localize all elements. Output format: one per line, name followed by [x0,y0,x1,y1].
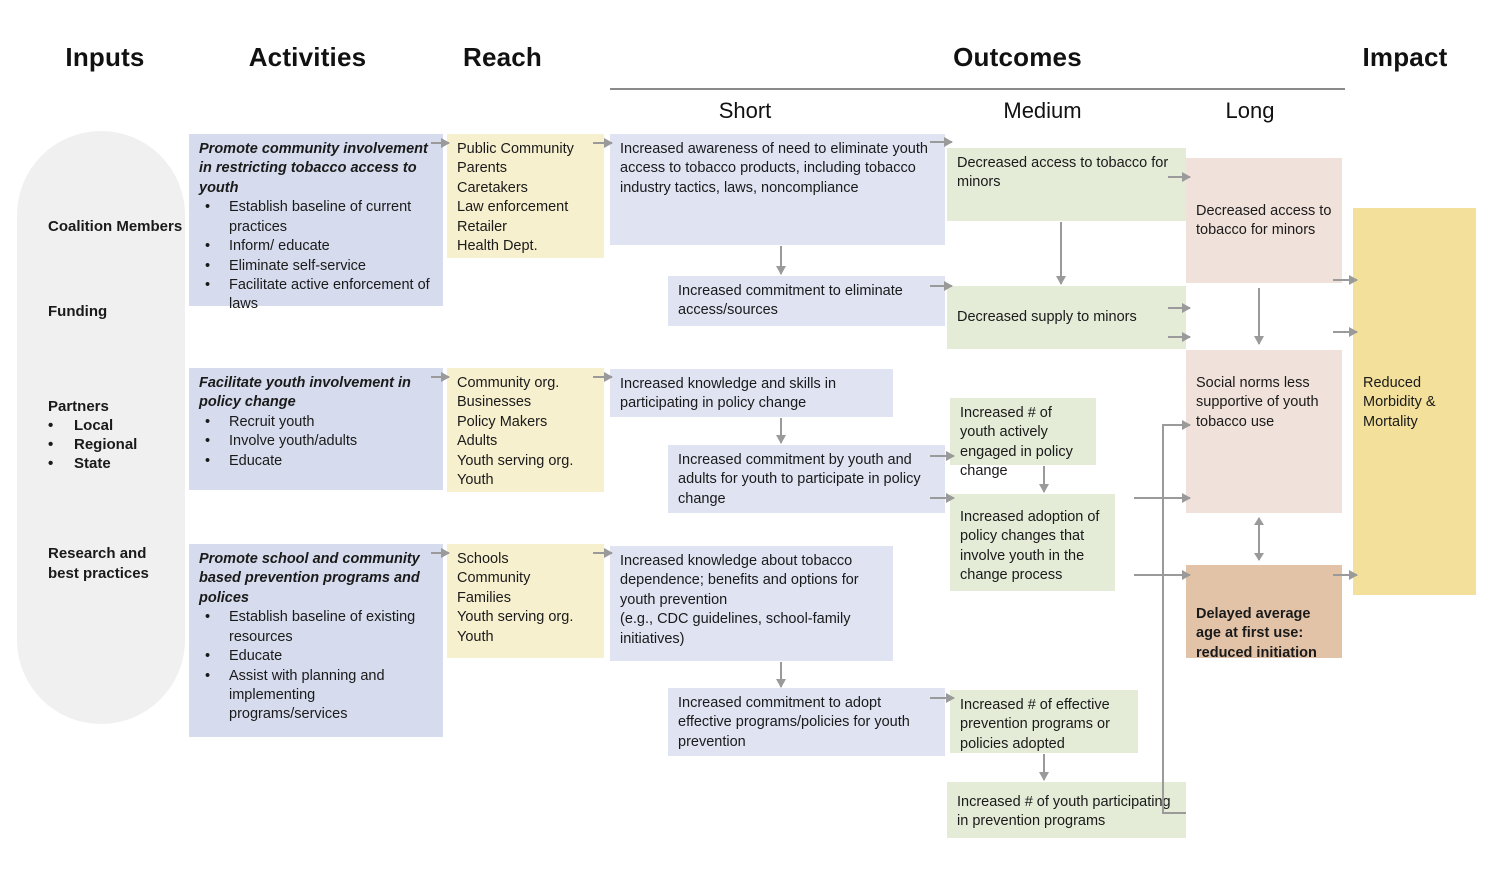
arrow-medium2-to-long1 [1168,303,1191,313]
header-long: Long [1225,98,1275,123]
list-item: Establish baseline of existing resources [199,608,435,647]
arrow-short1-to-medium1 [930,137,953,147]
reach-box-2: Community org. Businesses Policy Makers … [447,368,604,492]
arrow-long2-to-impact [1333,327,1358,337]
list-item: Educate [199,647,435,667]
long-outcome-3: Delayed average age at first use: reduce… [1186,565,1342,661]
arrow-short5-down-to-short6 [776,662,786,688]
medium-outcome-6: Increased # of youth participating in pr… [947,782,1186,838]
input-funding: Funding [48,303,108,320]
reach-box-3: Schools Community Families Youth serving… [447,544,604,658]
header-medium: Medium [1003,98,1082,123]
list-item: Educate [199,452,435,472]
short-outcome-4: Increased commitment by youth and adults… [668,445,945,513]
arrow-medium3-down-to-medium4 [1039,466,1049,493]
arrow-reach2-to-short3 [593,372,613,382]
arrow-short3-down-to-short4 [776,418,786,444]
activity-title: Facilitate youth involvement in policy c… [199,375,411,411]
header-activities: Activities [248,42,367,72]
input-coalition-members: Coalition Members [48,218,183,235]
short-outcome-5: Increased knowledge about tobacco depend… [610,546,893,661]
arrow-short2-to-medium2 [930,281,953,291]
reach-box-1: Public Community Parents Caretakers Law … [447,134,604,258]
list-item: Youth serving org. [457,609,574,626]
list-item: •Local [48,417,114,434]
header-reach: Reach [462,42,543,72]
arrow-activity1-to-reach1 [431,138,450,148]
arrow-long1-to-impact [1333,275,1358,285]
list-item: Schools [457,551,509,567]
list-item: Law enforcement [457,199,569,216]
medium-outcome-2: Decreased supply to minors [947,286,1186,349]
arrow-short4-to-medium3 [930,451,955,461]
list-item: •Regional [48,436,138,454]
activity-title: Promote community involvement in restric… [199,141,428,196]
medium-outcome-5: Increased # of effective prevention prog… [950,690,1138,753]
header-short: Short [718,98,772,123]
arrow-medium1-down-to-medium2 [1056,222,1066,285]
arrow-short4-to-medium4 [930,493,955,503]
list-item: Businesses [457,394,532,411]
list-item: Adults [457,433,498,450]
header-impact: Impact [1362,42,1448,72]
arrow-medium5-down-to-medium6 [1039,754,1049,781]
medium-outcome-1: Decreased access to tobacco for minors [947,148,1186,221]
arrow-activity2-to-reach2 [431,372,450,382]
arrow-reach3-to-short5 [593,548,613,558]
activity-box-2: Facilitate youth involvement in policy c… [189,368,443,490]
list-item: Eliminate self-service [199,257,435,277]
activity-title: Promote school and community based preve… [199,551,420,606]
list-item: Retailer [457,218,507,235]
medium-outcome-3: Increased # of youth actively engaged in… [950,398,1096,479]
list-item: Facilitate active enforcement of laws [199,276,435,315]
arrow-long3-to-impact [1333,570,1358,580]
arrow-medium2-to-long2 [1168,332,1191,342]
arrow-long2-long3-bidirectional [1254,517,1264,561]
list-item: Families [457,589,511,606]
list-item: Parents [457,160,507,177]
short-outcome-2: Increased commitment to eliminate access… [668,276,945,326]
connector-medium6-vertical [1162,424,1164,814]
input-research-best-practices: Research and best practices [48,545,149,582]
arrow-connector-into-long2 [1162,420,1191,430]
long-outcome-2: Social norms less supportive of youth to… [1186,350,1342,513]
list-item: Health Dept. [457,238,538,255]
list-item: Establish baseline of current practices [199,198,435,237]
list-item: Caretakers [457,179,528,196]
arrow-short6-to-medium5 [930,693,955,703]
outcomes-divider-rule [610,88,1345,90]
connector-medium6-horizontal-bottom [1162,812,1186,814]
arrow-reach1-to-short1 [593,138,613,148]
long-outcome-1: Decreased access to tobacco for minors [1186,158,1342,283]
input-partners-label: Partners [48,398,109,415]
list-item: Assist with planning and implementing pr… [199,667,435,725]
list-item: Public Community [457,141,574,157]
arrow-activity3-to-reach3 [431,548,450,558]
impact-box: Reduced Morbidity & Mortality [1353,208,1476,595]
list-item: •State [48,455,111,473]
input-partners-list: •Local •Regional •State [48,416,198,474]
list-item: Youth [457,472,494,489]
header-outcomes: Outcomes [953,42,1082,72]
list-item: Policy Makers [457,413,548,430]
arrow-long1-down-to-long2 [1254,288,1264,345]
list-item: Community [457,570,531,587]
list-item: Involve youth/adults [199,432,435,452]
short-outcome-3: Increased knowledge and skills in partic… [610,369,893,417]
list-item: Youth serving org. [457,452,574,469]
list-item: Community org. [457,375,560,391]
arrow-short1-down-to-short2 [776,246,786,275]
list-item: Recruit youth [199,413,435,433]
activity-box-1: Promote community involvement in restric… [189,134,443,312]
activity-box-3: Promote school and community based preve… [189,544,443,737]
arrow-medium1-to-long1 [1168,172,1191,182]
list-item: Inform/ educate [199,237,435,257]
short-outcome-1: Increased awareness of need to eliminate… [610,134,945,245]
inputs-container [17,131,185,724]
short-outcome-6: Increased commitment to adopt effective … [668,688,945,756]
medium-outcome-4: Increased adoption of policy changes tha… [950,494,1115,591]
list-item: Youth [457,628,494,645]
header-inputs: Inputs [65,42,145,72]
